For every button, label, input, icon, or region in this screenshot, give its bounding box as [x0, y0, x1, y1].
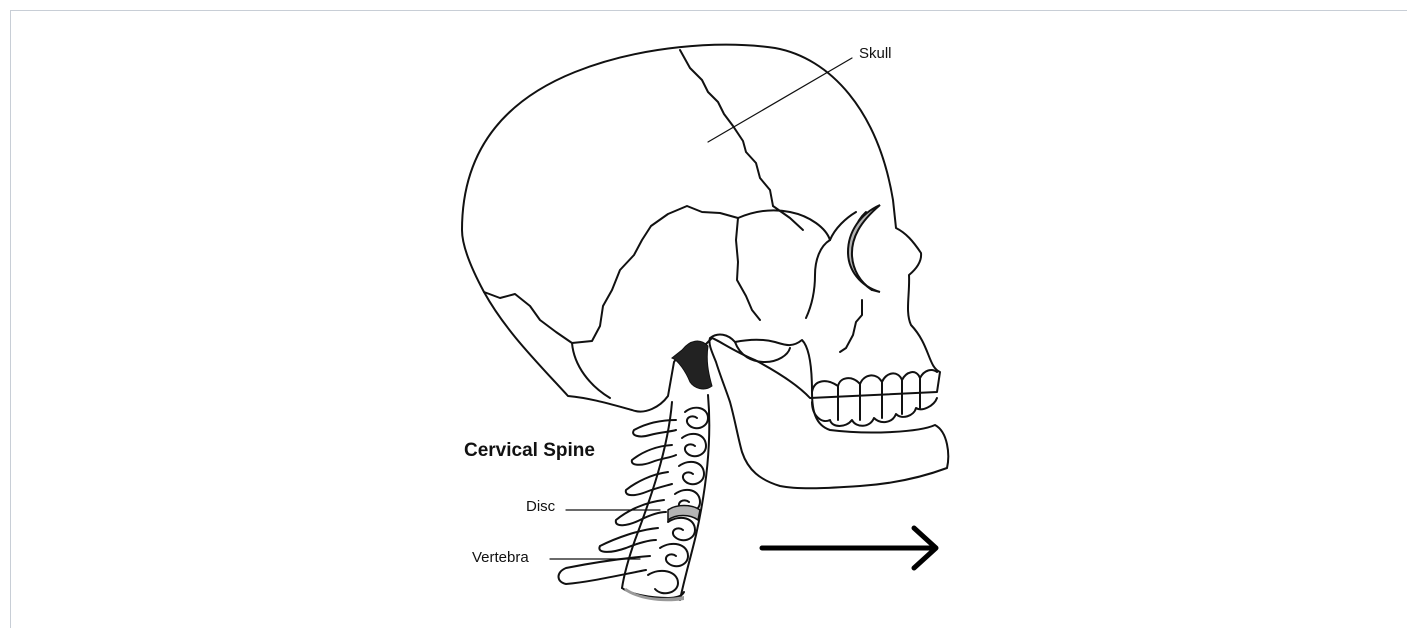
vertebral-body-1: [685, 408, 708, 429]
mandibular-notch: [735, 342, 790, 362]
vertebral-body-2: [682, 434, 706, 456]
lower-teeth: [812, 398, 937, 426]
skull-label: Skull: [859, 45, 892, 62]
vertebral-body-6: [660, 544, 688, 566]
tooth-divisions: [838, 378, 920, 420]
vertebra-label: Vertebra: [472, 549, 529, 566]
vertebral-body-3: [679, 462, 704, 484]
right-arrow-icon: [762, 528, 936, 568]
upper-teeth: [812, 370, 937, 392]
coronal-suture: [680, 50, 773, 206]
spinous-process-3: [626, 472, 672, 495]
occipital-condyle: [672, 341, 712, 389]
spinous-process-2: [632, 445, 676, 465]
vertebral-body-5: [668, 518, 695, 540]
spinous-process-6: [559, 556, 651, 584]
mandible: [709, 335, 948, 489]
zygomatic-bone: [806, 240, 830, 318]
sphenoid-suture: [773, 206, 803, 230]
occipital-curve: [572, 343, 610, 398]
orbit-shadow: [848, 205, 880, 292]
vertebral-body-7: [648, 571, 678, 593]
squamosal-suture: [484, 206, 738, 343]
disc-label: Disc: [526, 498, 555, 515]
spinous-process-5: [599, 528, 658, 552]
cheek-suture: [840, 300, 862, 352]
skull-leader-line: [708, 58, 852, 142]
cervical-spine-label: Cervical Spine: [464, 440, 595, 462]
parietal-lower-suture: [736, 218, 760, 320]
